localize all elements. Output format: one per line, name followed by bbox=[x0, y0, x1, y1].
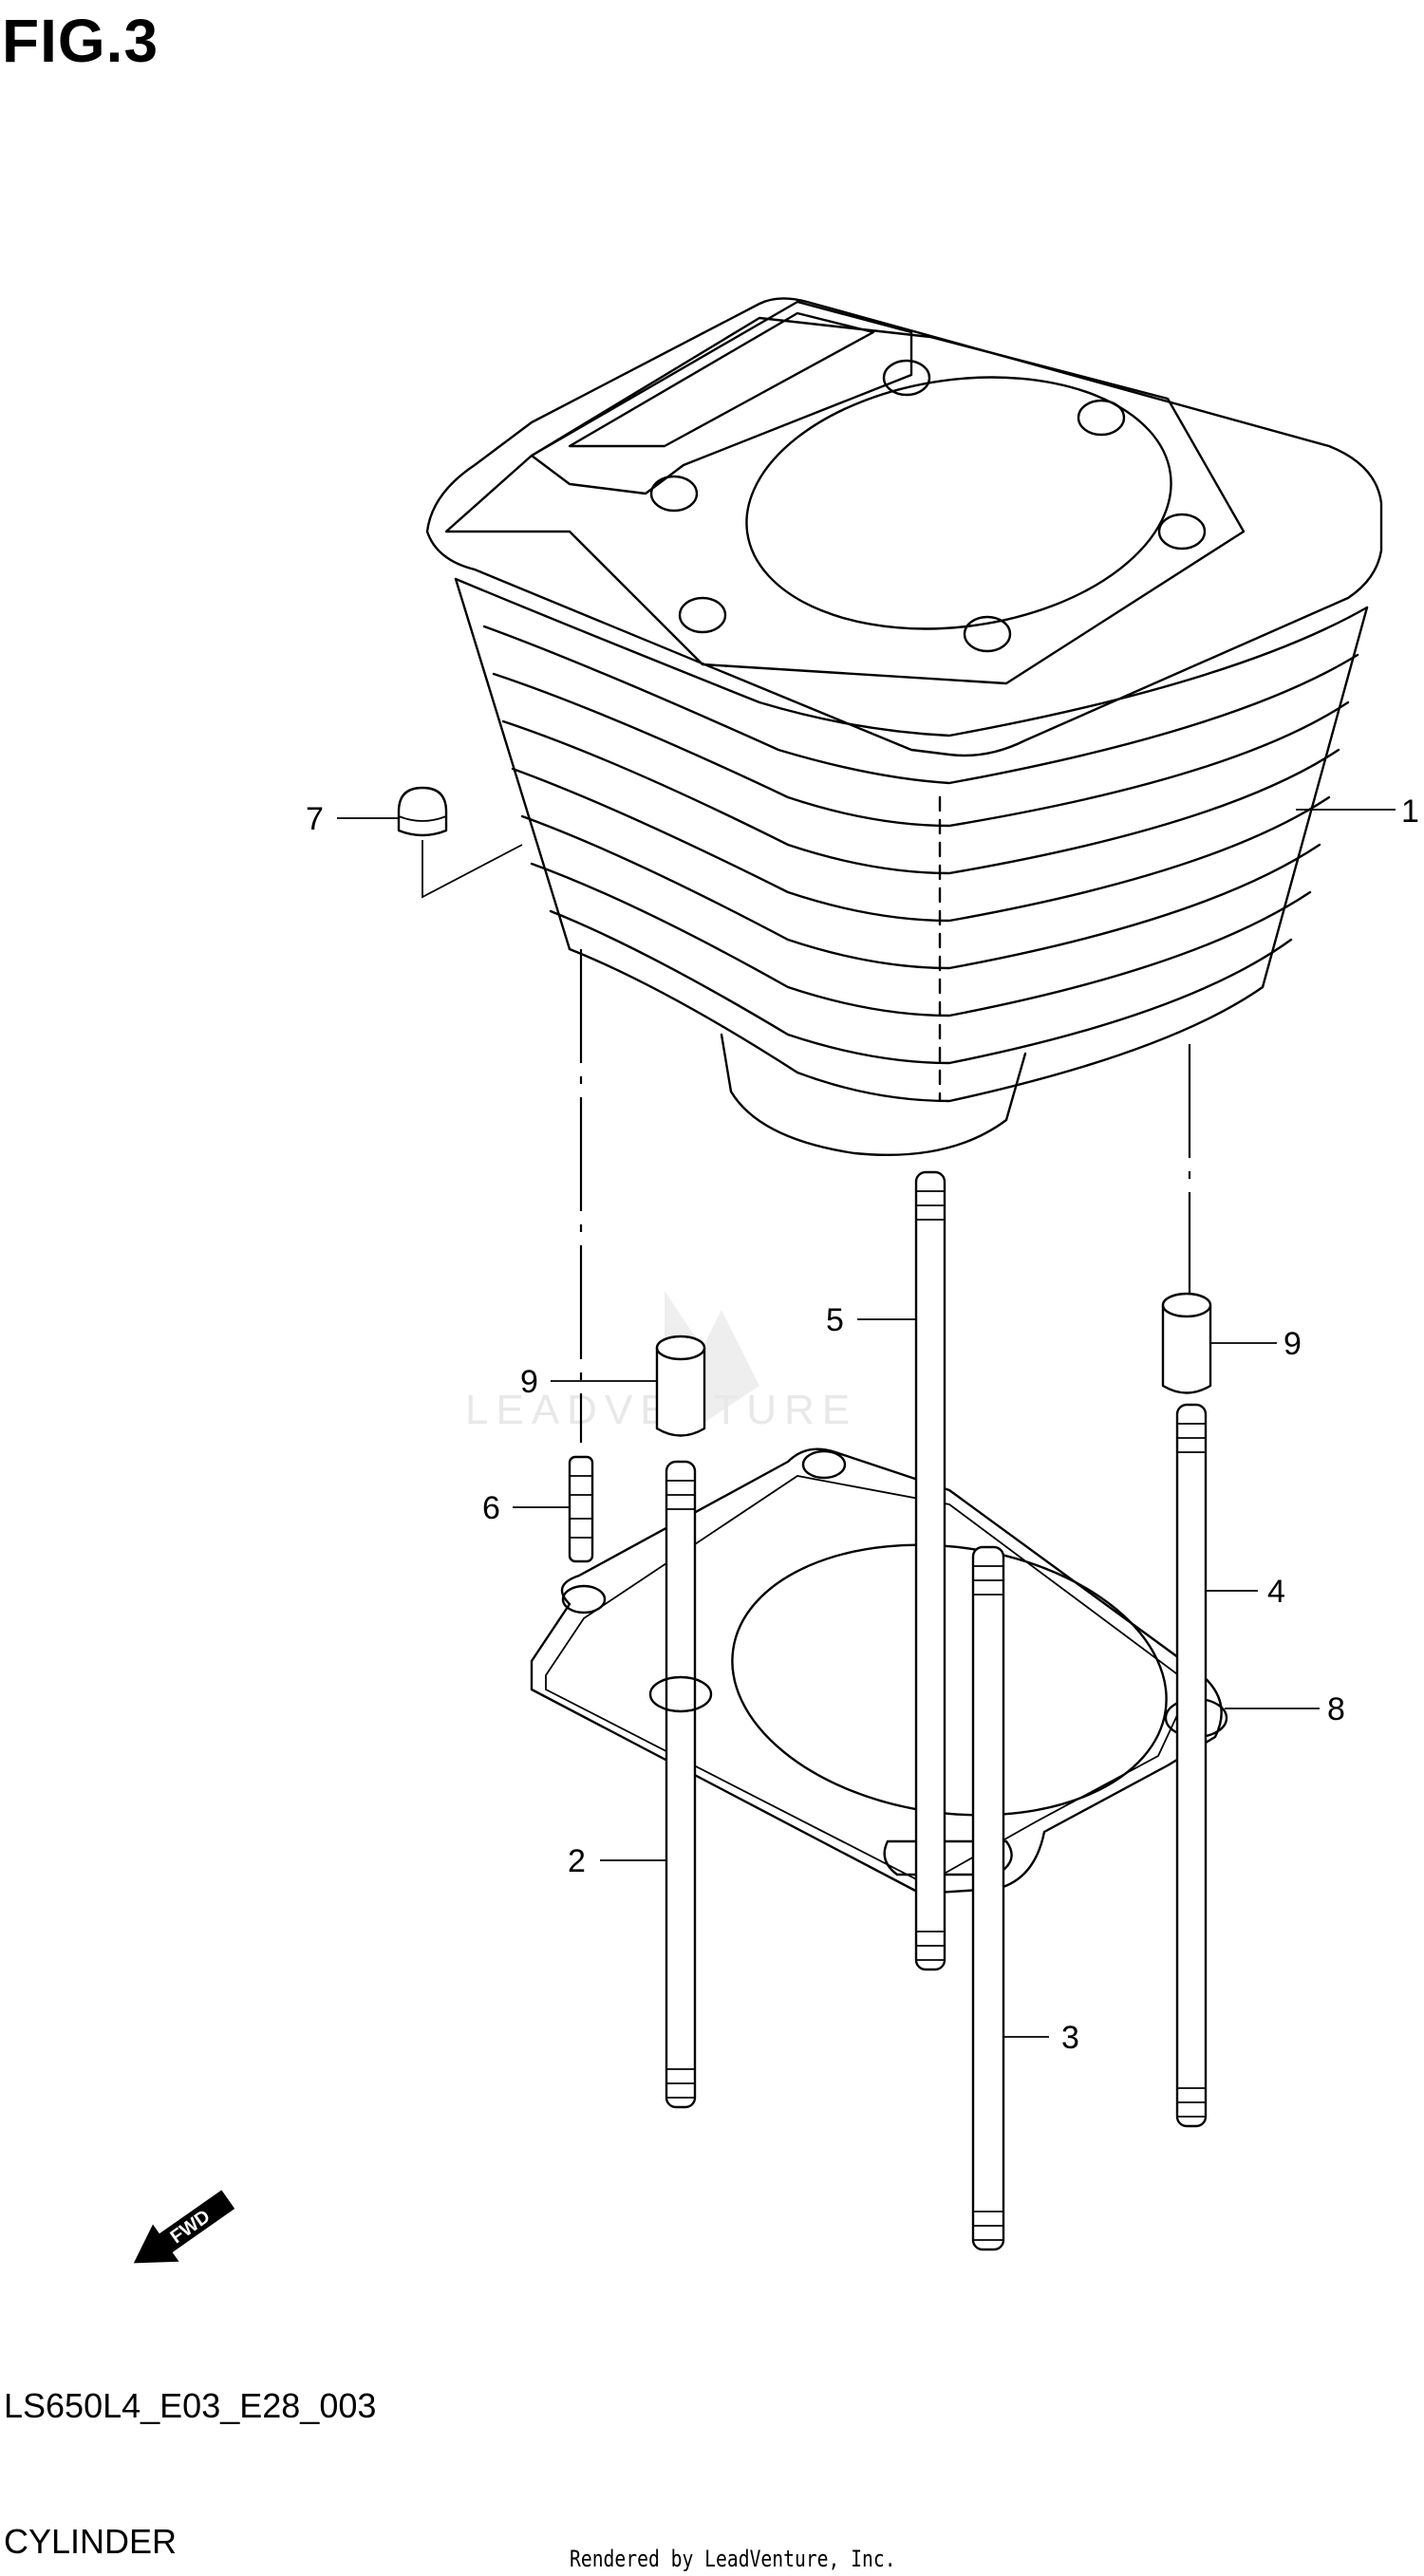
stud-bolt-part-4 bbox=[1175, 1403, 1208, 2128]
cylinder-part-1 bbox=[425, 297, 1383, 1156]
callout-9-right: 9 bbox=[1210, 1326, 1302, 1362]
callout-1: 1 bbox=[1296, 793, 1419, 830]
diagram-name: CYLINDER bbox=[4, 2522, 178, 2561]
svg-text:2: 2 bbox=[568, 1843, 586, 1879]
callout-5: 5 bbox=[826, 1302, 916, 1338]
svg-text:1: 1 bbox=[1401, 793, 1419, 830]
callout-3: 3 bbox=[1003, 2020, 1079, 2056]
callout-4: 4 bbox=[1206, 1574, 1285, 1610]
figure-title: FIG.3 bbox=[2, 7, 159, 75]
callout-2: 2 bbox=[568, 1843, 666, 1879]
dowel-pin-part-6 bbox=[568, 1455, 594, 1563]
svg-text:7: 7 bbox=[306, 801, 324, 837]
stud-bolt-part-5 bbox=[914, 1170, 946, 1971]
svg-text:9: 9 bbox=[520, 1364, 538, 1400]
stud-bolt-part-3 bbox=[971, 1545, 1005, 2251]
svg-text:5: 5 bbox=[826, 1302, 844, 1338]
callout-7: 7 bbox=[306, 801, 523, 899]
svg-text:6: 6 bbox=[482, 1490, 500, 1526]
stud-bolt-part-2 bbox=[648, 1460, 713, 2109]
callout-6: 6 bbox=[482, 1490, 570, 1526]
svg-text:3: 3 bbox=[1061, 2020, 1079, 2056]
dowel-sleeve-part-9-left bbox=[655, 1335, 706, 1437]
svg-text:4: 4 bbox=[1267, 1574, 1285, 1610]
dowel-sleeve-part-9-right bbox=[1161, 1292, 1212, 1394]
callout-9-left: 9 bbox=[520, 1364, 657, 1400]
fwd-arrow-icon: FWD bbox=[133, 2190, 235, 2264]
svg-text:9: 9 bbox=[1283, 1326, 1302, 1362]
svg-text:8: 8 bbox=[1327, 1691, 1345, 1727]
diagram-code: LS650L4_E03_E28_003 bbox=[4, 2386, 377, 2425]
callout-8: 8 bbox=[1225, 1691, 1345, 1727]
cylinder-gasket-part-8 bbox=[530, 1447, 1228, 1895]
cap-nut-part-7 bbox=[397, 786, 448, 837]
render-credit: Rendered by LeadVenture, Inc. bbox=[570, 2546, 896, 2572]
